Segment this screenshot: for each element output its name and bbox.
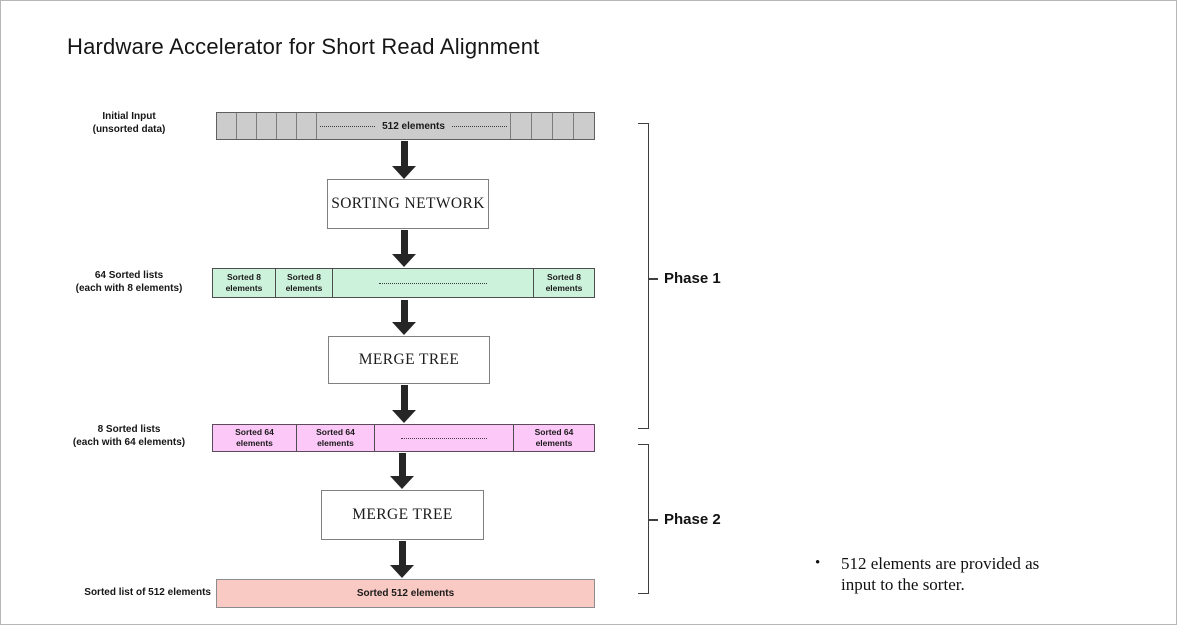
sorted64-cell-line2: elements: [317, 438, 354, 448]
sorted64-cell: Sorted 64 elements: [297, 425, 375, 451]
arrow-shaft: [400, 141, 408, 166]
down-arrow: [392, 385, 416, 423]
sorted8-bar-middle: [333, 269, 533, 297]
sorted8-cell-line2: elements: [545, 283, 583, 293]
sorted64-cell: Sorted 64 elements: [513, 425, 594, 451]
bullet-icon: •: [815, 555, 821, 571]
merge-tree-2-label: MERGE TREE: [352, 506, 453, 523]
sorted64-label: 8 Sorted lists (each with 64 elements): [49, 424, 209, 450]
initial-bar-text: 512 elements: [382, 120, 445, 132]
initial-input-bar: 512 elements: [216, 112, 595, 140]
phase2-label: Phase 2: [664, 511, 721, 528]
down-arrow: [390, 453, 414, 489]
sorted8-cell-line1: Sorted 8: [226, 271, 261, 282]
merge-tree-1-label: MERGE TREE: [358, 351, 460, 368]
sorted8-cell-line1: Sorted 8: [546, 271, 581, 282]
sorted64-bar-middle: [375, 425, 513, 451]
phase2-bracket-tick: [649, 519, 658, 521]
initial-input-label-line2: (unsorted data): [92, 123, 166, 135]
initial-bar-middle: 512 elements: [317, 113, 510, 139]
merge-tree-1-box: MERGE TREE: [328, 336, 490, 384]
arrow-head: [392, 254, 416, 267]
sorted64-cell-line2: elements: [535, 438, 573, 448]
down-arrow: [392, 141, 416, 179]
arrow-shaft: [398, 541, 406, 565]
sorted64-cell-line2: elements: [236, 438, 273, 448]
sorted64-cell: Sorted 64 elements: [213, 425, 297, 451]
arrow-head: [392, 410, 416, 423]
bullet-note: • 512 elements are provided as input to …: [815, 553, 1083, 595]
unsorted-cell: [217, 113, 237, 139]
down-arrow: [390, 541, 414, 578]
bullet-note-text: 512 elements are provided as input to th…: [841, 554, 1040, 595]
merge-tree-2-box: MERGE TREE: [321, 490, 484, 540]
sorting-network-box: SORTING NETWORK: [327, 179, 489, 229]
unsorted-cell: [277, 113, 297, 139]
sorted64-label-line1: 8 Sorted lists: [97, 424, 161, 435]
phase2-bracket: [638, 444, 649, 594]
sorted8-cell-line2: elements: [285, 283, 323, 293]
arrow-head: [392, 166, 416, 179]
unsorted-cell: [237, 113, 257, 139]
phase1-bracket: [638, 123, 649, 429]
sorted8-bar: Sorted 8 elements Sorted 8 elements Sort…: [212, 268, 595, 298]
ellipsis-dots: [451, 125, 508, 127]
sorting-network-label: SORTING NETWORK: [331, 195, 485, 212]
phase1-label: Phase 1: [664, 270, 721, 287]
sorted64-label-line2: (each with 64 elements): [72, 436, 186, 448]
sorted64-cell-line1: Sorted 64: [235, 426, 274, 437]
unsorted-cell: [573, 113, 594, 139]
sorted8-label: 64 Sorted lists (each with 8 elements): [49, 270, 209, 296]
down-arrow: [392, 230, 416, 267]
arrow-shaft: [398, 453, 406, 476]
sorted64-bar: Sorted 64 elements Sorted 64 elements So…: [212, 424, 595, 452]
ellipsis-dots: [379, 282, 487, 284]
arrow-head: [392, 322, 416, 335]
unsorted-cell: [552, 113, 573, 139]
sorted8-label-line1: 64 Sorted lists: [94, 270, 164, 281]
final-bar-label: Sorted list of 512 elements: [84, 587, 211, 598]
unsorted-cell: [510, 113, 531, 139]
slide-title: Hardware Accelerator for Short Read Alig…: [67, 34, 540, 59]
sorted8-cell: Sorted 8 elements: [276, 269, 333, 297]
final-bar-text: Sorted 512 elements: [356, 588, 455, 599]
unsorted-cell: [257, 113, 277, 139]
arrow-head: [390, 476, 414, 489]
unsorted-cell: [297, 113, 317, 139]
unsorted-cell: [531, 113, 552, 139]
sorted8-cell-line2: elements: [225, 283, 263, 293]
sorted8-cell-line1: Sorted 8: [286, 271, 321, 282]
arrow-head: [390, 565, 414, 578]
sorted8-cell: Sorted 8 elements: [533, 269, 594, 297]
arrow-shaft: [400, 300, 408, 322]
ellipsis-dots: [320, 125, 376, 127]
arrow-shaft: [400, 230, 408, 254]
sorted8-cell: Sorted 8 elements: [213, 269, 276, 297]
phase1-bracket-tick: [649, 278, 658, 280]
sorted64-cell-line1: Sorted 64: [534, 426, 574, 437]
ellipsis-dots: [401, 437, 487, 439]
down-arrow: [392, 300, 416, 335]
final-bar: Sorted 512 elements: [216, 579, 595, 608]
initial-input-label: Initial Input (unsorted data): [49, 111, 209, 137]
sorted8-label-line2: (each with 8 elements): [75, 282, 183, 294]
sorted64-cell-line1: Sorted 64: [316, 426, 355, 437]
initial-input-label-line1: Initial Input: [102, 111, 156, 122]
arrow-shaft: [400, 385, 408, 410]
